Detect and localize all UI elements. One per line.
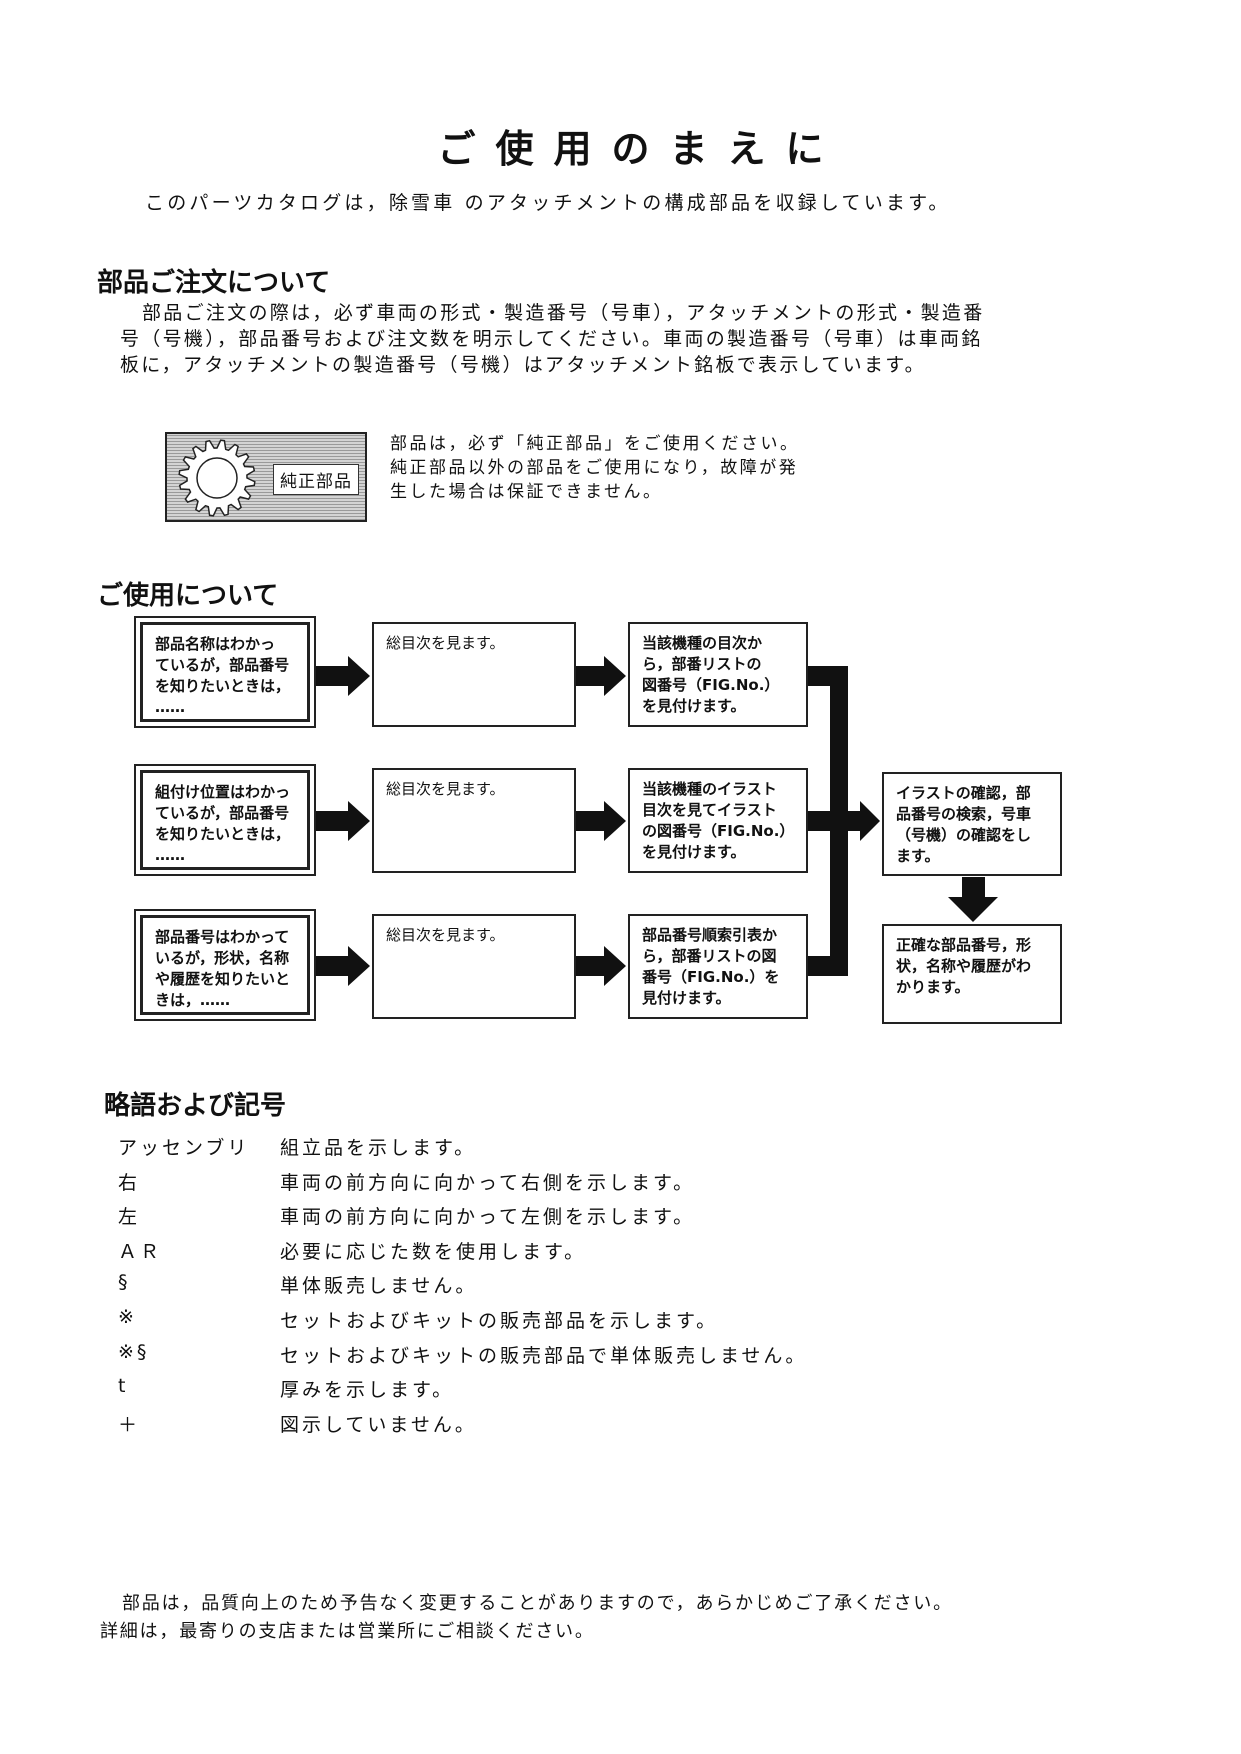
footer-line-1: 部品は，品質向上のため予告なく変更することがありますので，あらかじめご了承くださ… bbox=[122, 1593, 953, 1614]
abbreviation-term: t bbox=[118, 1375, 129, 1398]
abbreviation-term: ＡＲ bbox=[118, 1240, 163, 1263]
flow-mid-box-3: 総目次を見ます。 bbox=[372, 914, 576, 1019]
flow-text: 総目次を見ます。 bbox=[386, 926, 505, 944]
flow-text: を見付けます。 bbox=[642, 843, 746, 861]
flow-text: …… bbox=[155, 698, 185, 716]
flow-text: 当該機種の目次か bbox=[642, 634, 763, 652]
arrow-right-icon bbox=[576, 656, 626, 696]
ordering-line-1: 部品ご注文の際は，必ず車両の形式・製造番号（号車），アタッチメントの形式・製造番 bbox=[142, 302, 985, 324]
flow-text: 正確な部品番号，形 bbox=[896, 936, 1032, 954]
flow-text: 総目次を見ます。 bbox=[386, 780, 505, 798]
abbreviation-term: 右 bbox=[118, 1171, 141, 1194]
usage-heading: ご使用について bbox=[97, 581, 279, 611]
ordering-heading: 部品ご注文について bbox=[97, 268, 331, 298]
flow-mid-box-1: 総目次を見ます。 bbox=[372, 622, 576, 727]
flow-text: 部品番号順索引表か bbox=[642, 926, 778, 944]
badge-label: 純正部品 bbox=[273, 464, 359, 495]
abbreviation-term: 左 bbox=[118, 1206, 141, 1229]
abbreviation-description: 車両の前方向に向かって左側を示します。 bbox=[280, 1206, 696, 1229]
flow-start-box-3: 部品番号はわかって いるが，形状，名称 や履歴を知りたいと きは，…… bbox=[140, 915, 310, 1015]
genuine-line-1: 部品は，必ず「純正部品」をご使用ください。 bbox=[390, 434, 800, 454]
genuine-parts-badge: 純正部品 bbox=[165, 432, 367, 522]
arrow-right-icon bbox=[848, 801, 880, 841]
flow-text: ているが，部品番号 bbox=[155, 804, 290, 822]
flow-text: を知りたいときは， bbox=[155, 825, 291, 843]
flow-text: イラストの確認，部 bbox=[896, 784, 1031, 802]
abbreviation-term: § bbox=[118, 1271, 131, 1294]
abbreviations-heading: 略語および記号 bbox=[104, 1091, 287, 1121]
abbreviation-description: セットおよびキットの販売部品で単体販売しません。 bbox=[280, 1344, 808, 1367]
abbreviation-term: アッセンブリ bbox=[118, 1137, 250, 1159]
flow-mid-box-2: 総目次を見ます。 bbox=[372, 768, 576, 873]
flow-start-box-2: 組付け位置はわかっ ているが，部品番号 を知りたいときは， …… bbox=[140, 770, 310, 870]
genuine-notice: 部品は，必ず「純正部品」をご使用ください。 純正部品以外の部品をご使用になり，故… bbox=[390, 432, 800, 504]
page-title: ご使用のまえに bbox=[437, 127, 844, 171]
flow-text: 品番号の検索，号車 bbox=[896, 805, 1032, 823]
flow-text: 見付けます。 bbox=[642, 989, 731, 1007]
flow-text: かります。 bbox=[896, 978, 970, 996]
arrow-down-icon bbox=[948, 877, 998, 922]
flow-text: ます。 bbox=[896, 847, 940, 865]
flow-text: 図番号（FIG.No.） bbox=[642, 676, 780, 694]
abbreviation-term: ※ bbox=[118, 1306, 137, 1328]
gear-icon bbox=[178, 439, 256, 517]
flow-text: ら，部番リストの図 bbox=[642, 947, 777, 965]
abbreviation-description: 車両の前方向に向かって右側を示します。 bbox=[280, 1171, 696, 1194]
flow-text: 組付け位置はわかっ bbox=[155, 783, 291, 801]
abbreviation-description: セットおよびキットの販売部品を示します。 bbox=[280, 1310, 719, 1332]
flow-end-box-1: 当該機種の目次か ら，部番リストの 図番号（FIG.No.） を見付けます。 bbox=[628, 622, 808, 727]
ordering-line-3: 板に，アタッチメントの製造番号（号機）はアタッチメント銘板で表示しています。 bbox=[120, 354, 926, 376]
abbreviation-description: 厚みを示します。 bbox=[280, 1379, 455, 1402]
genuine-line-3: 生した場合は保証できません。 bbox=[390, 482, 663, 502]
footer-notice: 部品は，品質向上のため予告なく変更することがありますので，あらかじめご了承くださ… bbox=[100, 1590, 953, 1646]
flow-text: ているが，部品番号 bbox=[155, 656, 290, 674]
abbreviation-term: ※§ bbox=[118, 1340, 150, 1363]
abbreviation-description: 組立品を示します。 bbox=[280, 1137, 477, 1159]
flow-text: （号機）の確認をし bbox=[896, 826, 1032, 844]
flow-text: の図番号（FIG.No.） bbox=[642, 822, 795, 840]
ordering-line-2: 号（号機），部品番号および注文数を明示してください。車両の製造番号（号車）は車両… bbox=[120, 328, 983, 350]
flow-text: きは，…… bbox=[155, 991, 231, 1009]
flow-result-box-2: 正確な部品番号，形 状，名称や履歴がわ かります。 bbox=[882, 924, 1062, 1024]
footer-line-2: 詳細は，最寄りの支店または営業所にご相談ください。 bbox=[100, 1621, 595, 1642]
genuine-line-2: 純正部品以外の部品をご使用になり，故障が発 bbox=[390, 458, 799, 478]
arrow-right-icon bbox=[576, 946, 626, 986]
arrow-right-icon bbox=[312, 946, 370, 986]
flow-start-box-1: 部品名称はわかっ ているが，部品番号 を知りたいときは， …… bbox=[140, 622, 310, 722]
flow-text: 部品名称はわかっ bbox=[155, 635, 276, 653]
flow-text: 総目次を見ます。 bbox=[386, 634, 505, 652]
intro-text: このパーツカタログは，除雪車 のアタッチメントの構成部品を収録しています。 bbox=[145, 192, 951, 214]
flow-text: 当該機種のイラスト bbox=[642, 780, 777, 798]
abbreviation-term: ＋ bbox=[118, 1413, 141, 1436]
flow-text: 部品番号はわかって bbox=[155, 928, 290, 946]
flow-end-box-3: 部品番号順索引表か ら，部番リストの図 番号（FIG.No.）を 見付けます。 bbox=[628, 914, 808, 1019]
flow-text: いるが，形状，名称 bbox=[155, 949, 290, 967]
flow-text: や履歴を知りたいと bbox=[155, 970, 291, 988]
flow-text: を知りたいときは， bbox=[155, 677, 291, 695]
abbreviation-description: 図示していません。 bbox=[280, 1413, 477, 1436]
flow-text: を見付けます。 bbox=[642, 697, 746, 715]
abbreviation-description: 必要に応じた数を使用します。 bbox=[280, 1240, 587, 1263]
flow-end-box-2: 当該機種のイラスト 目次を見てイラスト の図番号（FIG.No.） を見付けます… bbox=[628, 768, 808, 873]
flow-text: …… bbox=[155, 846, 185, 864]
ordering-paragraph: 部品ご注文の際は，必ず車両の形式・製造番号（号車），アタッチメントの形式・製造番… bbox=[120, 300, 985, 378]
flow-text: ら，部番リストの bbox=[642, 655, 762, 673]
flow-text: 番号（FIG.No.）を bbox=[642, 968, 780, 986]
arrow-right-icon bbox=[576, 801, 626, 841]
flow-result-box-1: イラストの確認，部 品番号の検索，号車 （号機）の確認をし ます。 bbox=[882, 772, 1062, 876]
arrow-right-icon bbox=[312, 801, 370, 841]
flow-text: 状，名称や履歴がわ bbox=[896, 957, 1032, 975]
flow-text: 目次を見てイラスト bbox=[642, 801, 777, 819]
abbreviation-description: 単体販売しません。 bbox=[280, 1275, 478, 1298]
arrow-right-icon bbox=[312, 656, 370, 696]
